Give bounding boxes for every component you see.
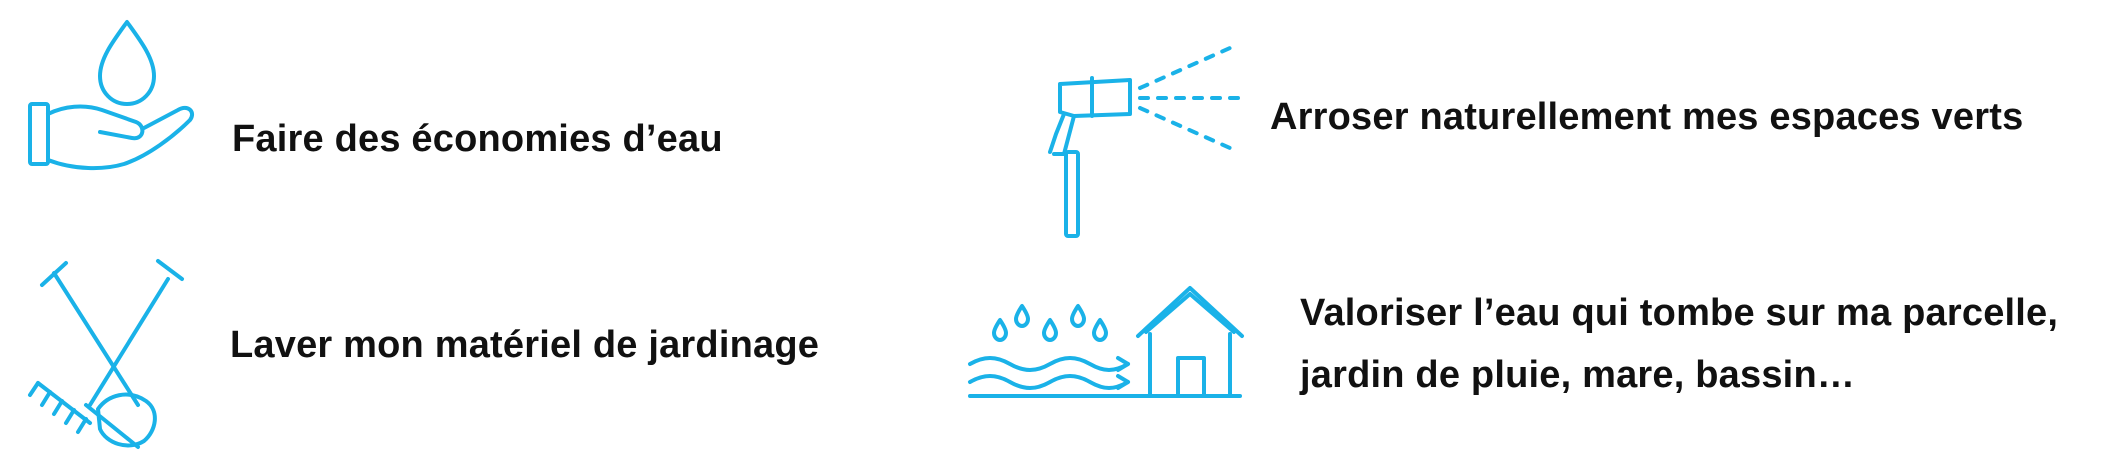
item-label-line-2: jardin de pluie, mare, bassin… xyxy=(1300,354,1856,396)
item-label: Arroser naturellement mes espaces verts xyxy=(1270,96,2024,138)
rain-water-house-icon xyxy=(968,280,1258,430)
item-label: Laver mon matériel de jardinage xyxy=(230,324,820,366)
item-label-line-1: Valoriser l’eau qui tombe sur ma parcell… xyxy=(1300,292,2059,334)
garden-hose-nozzle-icon xyxy=(1030,42,1250,242)
water-drop-hand-icon xyxy=(24,18,204,178)
item-label: Faire des économies d’eau xyxy=(232,118,723,160)
rake-and-shovel-icon xyxy=(28,255,198,455)
